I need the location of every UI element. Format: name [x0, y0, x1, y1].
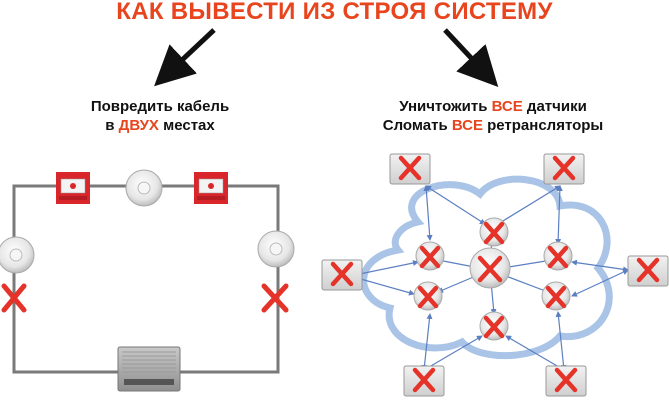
- destroyed-crosses: [330, 155, 660, 393]
- right-caption-line1-post: датчики: [522, 98, 587, 115]
- cable-loop: [12, 184, 280, 374]
- manual-call-point: [194, 172, 228, 204]
- left-caption-highlight: ДВУХ: [118, 117, 159, 134]
- destroyed-cross: [483, 315, 505, 339]
- smoke-detector: [257, 230, 295, 268]
- right-caption-line1-highlight: ВСЕ: [491, 98, 523, 115]
- destroyed-cross: [417, 285, 439, 309]
- right-caption: Уничтожить ВСЕ датчики Сломать ВСЕ ретра…: [328, 97, 658, 135]
- left-caption-line2: в ДВУХ местах: [40, 116, 280, 135]
- cable-break-cross: [261, 283, 289, 313]
- left-pointer-arrow: [154, 28, 216, 87]
- destroyed-cross: [477, 255, 503, 283]
- right-caption-line2-post: ретрансляторы: [482, 117, 604, 134]
- left-caption: Повредить кабель в ДВУХ местах: [40, 97, 280, 135]
- manual-call-point: [56, 172, 90, 204]
- page-title: КАК ВЫВЕСТИ ИЗ СТРОЯ СИСТЕМУ: [116, 0, 553, 25]
- destroyed-cross: [636, 257, 660, 283]
- destroyed-cross: [545, 285, 567, 309]
- destroyed-cross: [419, 245, 441, 269]
- destroyed-cross: [398, 155, 422, 181]
- destroyed-cross: [412, 367, 436, 393]
- control-panel: [117, 346, 181, 392]
- right-pointer-arrow: [443, 28, 499, 87]
- destroyed-cross: [554, 367, 578, 393]
- left-caption-post: местах: [158, 117, 215, 134]
- right-caption-line1-pre: Уничтожить: [399, 98, 492, 115]
- right-caption-line2-highlight: ВСЕ: [451, 117, 483, 134]
- destroyed-cross: [483, 221, 505, 245]
- smoke-detector: [125, 169, 163, 207]
- cable-break-cross: [1, 283, 27, 313]
- left-caption-line1: Повредить кабель: [90, 98, 230, 115]
- right-caption-line2-pre: Сломать: [382, 117, 452, 134]
- destroyed-cross: [330, 261, 354, 287]
- right-caption-line1: Уничтожить ВСЕ датчики: [328, 97, 658, 116]
- smoke-detector: [0, 236, 35, 274]
- destroyed-cross: [552, 155, 576, 181]
- left-caption-pre: в: [105, 117, 119, 134]
- destroyed-cross: [547, 245, 569, 269]
- right-caption-line2: Сломать ВСЕ ретрансляторы: [328, 116, 658, 135]
